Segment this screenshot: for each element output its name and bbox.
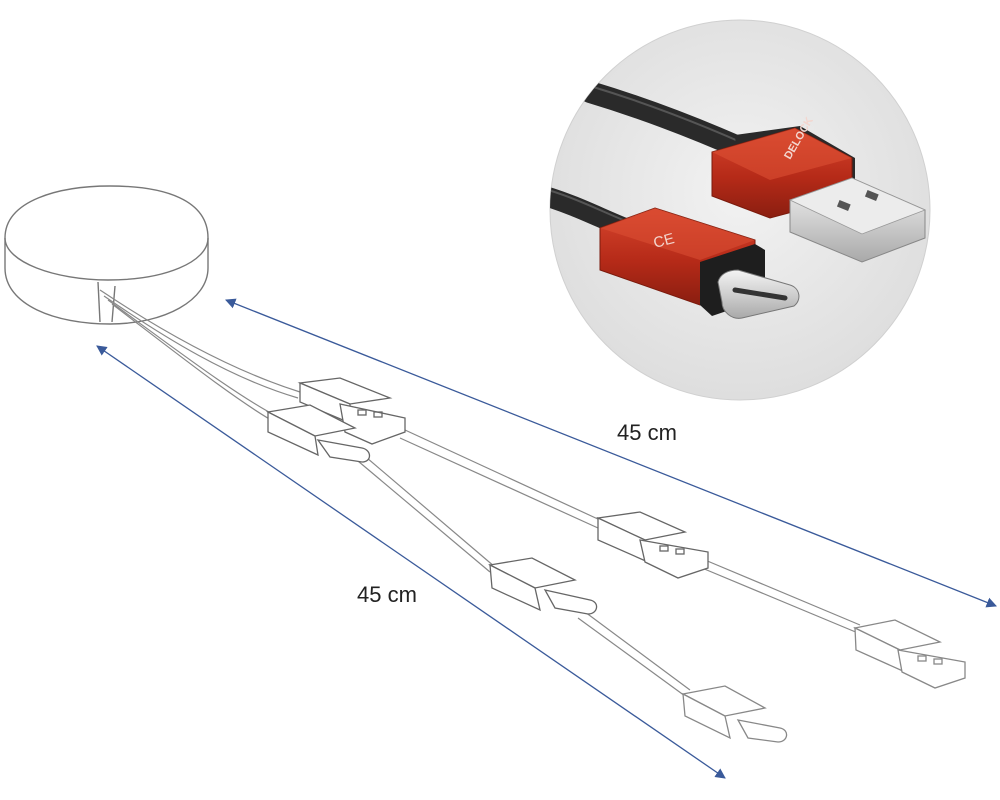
lower-length-label: 45 cm [357, 582, 417, 607]
connector-detail-inset: DELOCK CE [549, 19, 931, 401]
cable-hub [4, 185, 209, 325]
upper-length-label: 45 cm [617, 420, 677, 445]
usb-a-connector-mid [595, 511, 709, 579]
usb-c-connector-mid [487, 557, 598, 615]
usb-c-connector-far [681, 685, 788, 743]
usb-c-metal-plug [700, 244, 800, 319]
ce-mark: CE [652, 230, 677, 252]
usb-a-metal-plug [788, 177, 927, 263]
usb-a-connector-far [852, 619, 966, 689]
lower-dimension-arrow [96, 345, 726, 779]
black-flat-cable [579, 81, 756, 161]
